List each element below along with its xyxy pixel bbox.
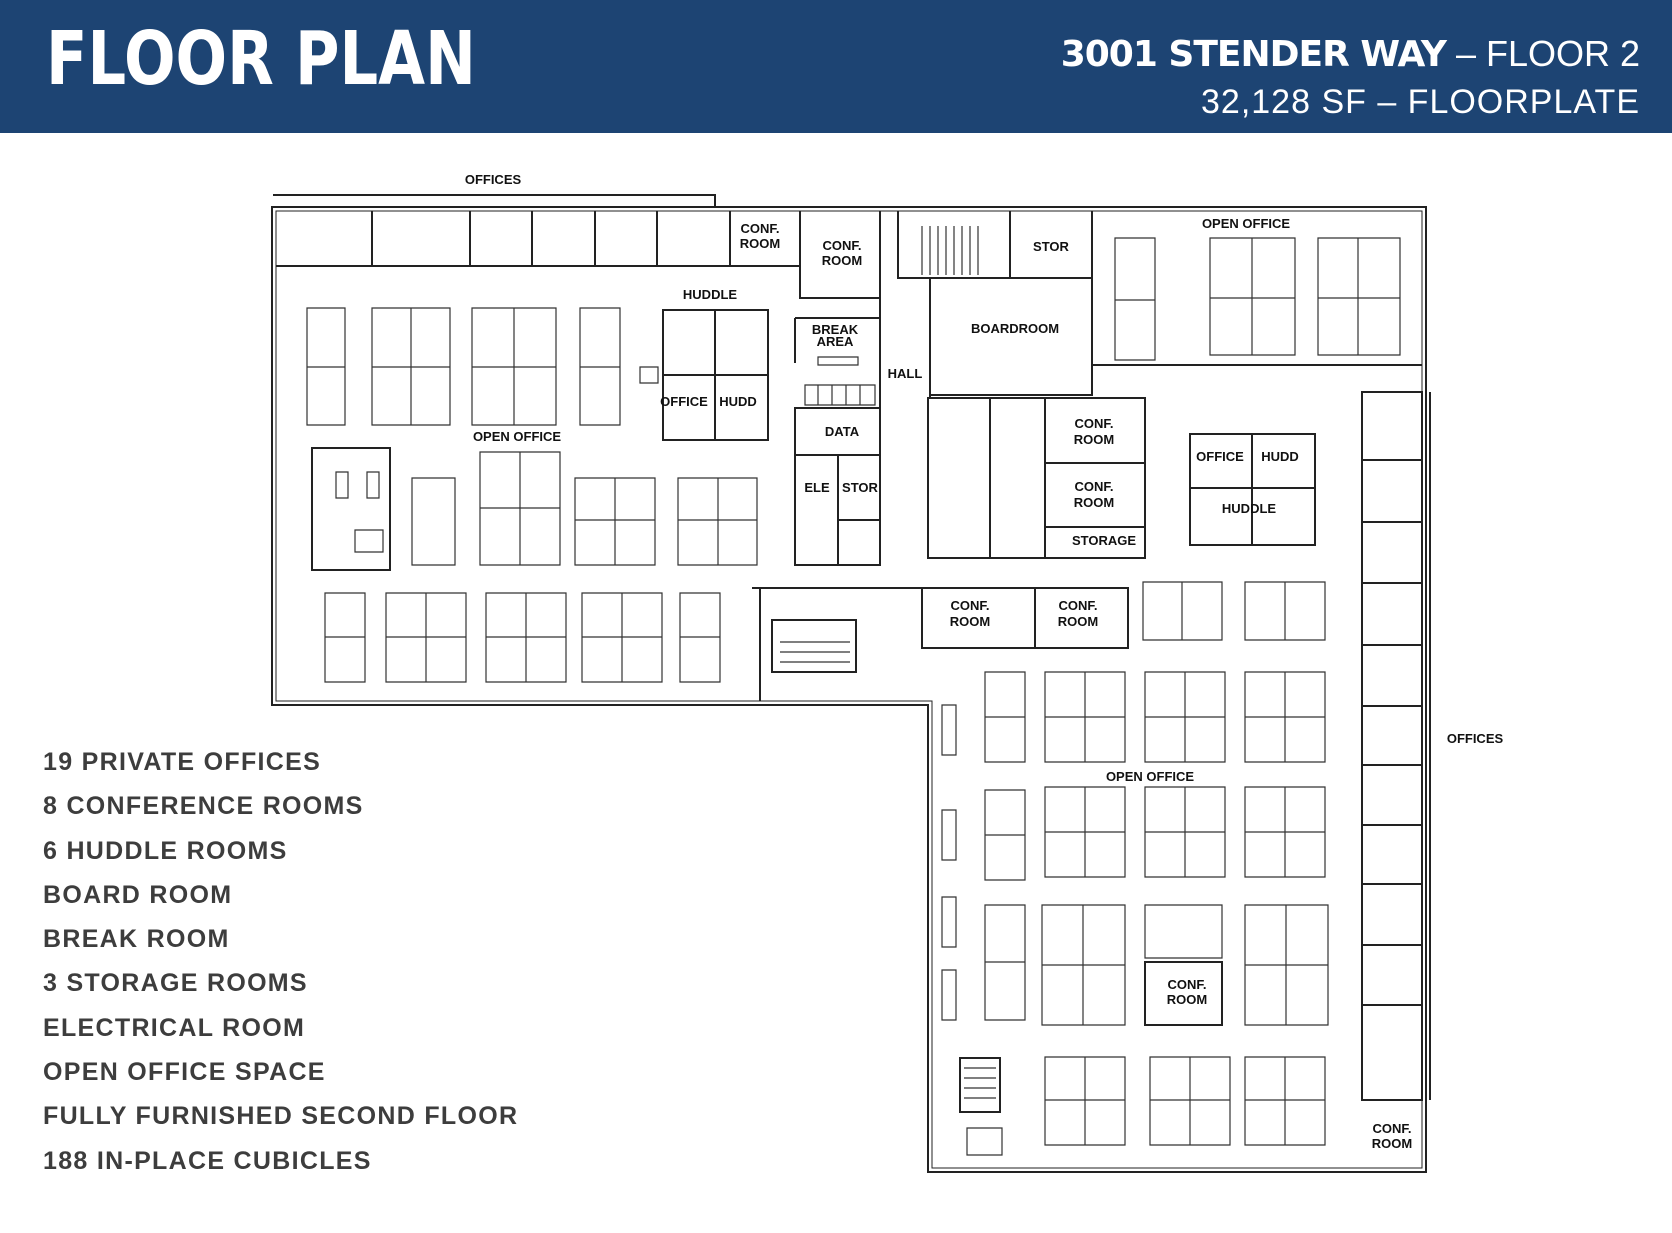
cubicle-pod-group-ne [1114, 237, 1401, 361]
floorplate-area: 32,128 SF – FLOORPLATE [1201, 83, 1640, 121]
label-hudd-w: HUDD [719, 394, 757, 409]
label-open-office-s: OPEN OFFICE [1106, 769, 1194, 784]
label-huddle-e: HUDDLE [1222, 501, 1276, 516]
cubicle-furniture [306, 226, 1401, 1156]
room-labels: OFFICES CONF. ROOM CONF. ROOM STOR OPEN … [465, 172, 1504, 1151]
address-line: 3001 STENDER WAY – FLOOR 2 [1061, 36, 1640, 73]
label-ele: ELE [804, 480, 830, 495]
cubicle-pod-group-e-top [1142, 581, 1326, 641]
feature-item: 8 CONFERENCE ROOMS [43, 792, 364, 821]
label-conf-room-5: CONF. [951, 598, 990, 613]
feature-item: 6 HUDDLE ROOMS [43, 836, 288, 865]
label-boardroom: BOARDROOM [971, 321, 1059, 336]
label-conf-room-7b: ROOM [1167, 992, 1207, 1007]
break-tables [335, 356, 876, 553]
feature-item: 19 PRIVATE OFFICES [43, 748, 322, 776]
label-conf-room-1: CONF. [741, 221, 780, 236]
label-conf-room-7: CONF. [1168, 977, 1207, 992]
label-open-office-w: OPEN OFFICE [473, 429, 561, 444]
label-conf-room-4b: ROOM [1074, 495, 1114, 510]
label-office-w: OFFICE [660, 394, 708, 409]
label-open-office-ne: OPEN OFFICE [1202, 216, 1290, 231]
feature-item: ELECTRICAL ROOM [43, 1013, 306, 1042]
walls [271, 194, 1431, 1173]
cubicle-pod-group-s [984, 671, 1329, 1146]
header-banner: FLOOR PLAN 3001 STENDER WAY – FLOOR 2 32… [0, 0, 1672, 133]
cubicle-pod-group-sw [324, 592, 721, 683]
label-office-e: OFFICE [1196, 449, 1244, 464]
label-conf-room-4: CONF. [1075, 479, 1114, 494]
feature-item: OPEN OFFICE SPACE [43, 1058, 326, 1087]
label-break-area: BREAK [812, 322, 859, 337]
label-conf-room-6b: ROOM [1058, 614, 1098, 629]
feature-item: BREAK ROOM [43, 925, 230, 954]
feature-item: 188 IN-PLACE CUBICLES [43, 1146, 372, 1175]
label-break-area-b: AREA [817, 334, 854, 349]
cubicle-pod-group-nw [306, 307, 621, 426]
label-conf-room-6: CONF. [1059, 598, 1098, 613]
label-offices-right: OFFICES [1447, 731, 1504, 746]
label-conf-room-5b: ROOM [950, 614, 990, 629]
label-conf-room-3b: ROOM [1074, 432, 1114, 447]
page-title: FLOOR PLAN [46, 16, 476, 102]
label-conf-room-3: CONF. [1075, 416, 1114, 431]
property-info: 3001 STENDER WAY – FLOOR 2 32,128 SF – F… [1061, 36, 1640, 122]
label-storage: STORAGE [1072, 533, 1136, 548]
address: 3001 STENDER WAY [1060, 34, 1447, 75]
label-conf-room-2: CONF. [823, 238, 862, 253]
label-stor-mid: STOR [842, 480, 878, 495]
floor-number: – FLOOR 2 [1445, 33, 1640, 74]
feature-item: FULLY FURNISHED SECOND FLOOR [43, 1102, 519, 1131]
label-offices-top: OFFICES [465, 172, 522, 187]
label-huddle-w: HUDDLE [683, 287, 737, 302]
label-hall: HALL [888, 366, 923, 381]
label-data: DATA [825, 424, 860, 439]
cubicle-pod-group-w [411, 451, 758, 566]
label-conf-room-8: CONF. [1373, 1121, 1412, 1136]
feature-item: BOARD ROOM [43, 880, 233, 909]
label-stor-top: STOR [1033, 239, 1069, 254]
feature-item: 3 STORAGE ROOMS [43, 969, 308, 998]
seating-west-corridor [941, 704, 1003, 1156]
feature-list: 19 PRIVATE OFFICES 8 CONFERENCE ROOMS 6 … [43, 744, 518, 1187]
label-conf-room-8b: ROOM [1372, 1136, 1412, 1151]
stair-treads [780, 226, 996, 1099]
label-hudd-e: HUDD [1261, 449, 1299, 464]
label-conf-room-1b: ROOM [740, 236, 780, 251]
label-conf-room-2b: ROOM [822, 253, 862, 268]
